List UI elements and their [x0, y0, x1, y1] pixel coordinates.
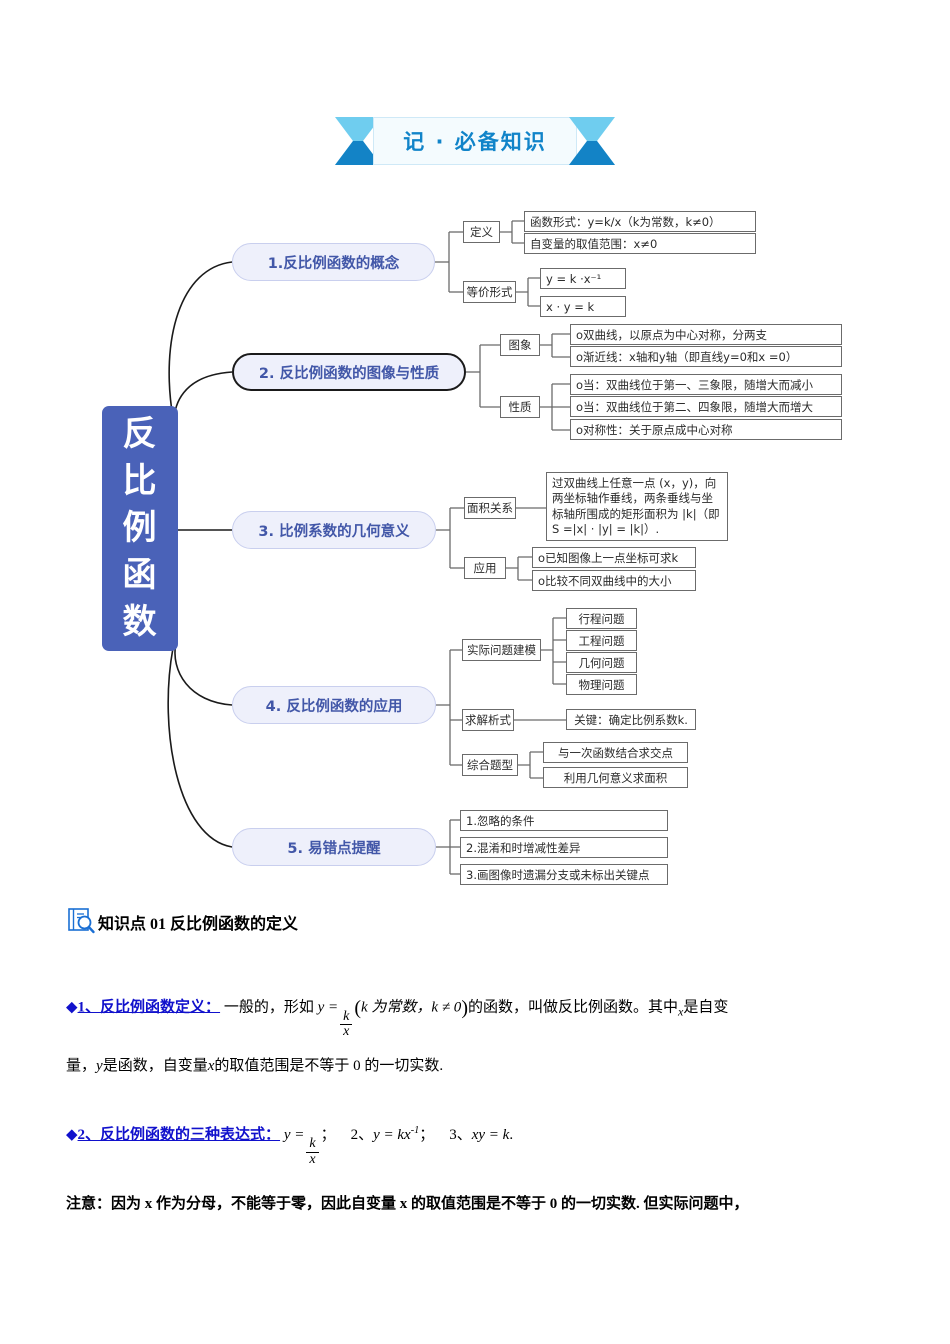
expr2: y = kx — [373, 1127, 411, 1143]
expr-number-3: 3、 — [449, 1127, 472, 1143]
expr1-numerator: k — [309, 1136, 316, 1152]
expr-period: . — [509, 1127, 514, 1143]
leaf-1-2-2: x · y = k — [540, 296, 626, 317]
branch-node-1[interactable]: 1.反比例函数的概念 — [232, 243, 435, 281]
definition-text-c: 是自变 — [683, 999, 729, 1016]
central-char-1: 反 — [122, 414, 158, 455]
leaf-1-2-1: y = k ·x⁻¹ — [540, 268, 626, 289]
definition-text-b: 的函数，叫做反比例函数。其中 — [467, 999, 678, 1016]
expr-semicolon-2: ； — [419, 1127, 435, 1143]
definition-text-a: 一般的，形如 — [223, 999, 314, 1016]
leaf-4-3-2: 利用几何意义求面积 — [543, 767, 688, 788]
group-label-4-1: 实际问题建模 — [462, 639, 541, 661]
definition-line2-b: 是函数，自变量 — [102, 1058, 208, 1074]
expressions-lead: 2、反比例函数的三种表达式： — [77, 1127, 281, 1143]
group-label-4-2: 求解析式 — [462, 709, 514, 731]
fraction-bar — [340, 1023, 353, 1025]
paren-close: ) — [461, 997, 468, 1019]
banner-title: 记 · 必备知识 — [403, 130, 547, 154]
leaf-4-1-1: 行程问题 — [566, 608, 637, 629]
definition-formula-y: y = — [317, 999, 339, 1016]
leaf-1-1-2: 自变量的取值范围：x≠0 — [524, 233, 756, 254]
definition-line2-c: 的取值范围是不等于 0 的一切实数. — [214, 1058, 444, 1074]
diamond-bullet-icon: ◆ — [66, 999, 78, 1016]
leaf-4-2-1: 关键：确定比例系数k. — [566, 709, 696, 730]
leaf-2-1-1: o双曲线，以原点为中心对称，分两支 — [570, 324, 842, 345]
group-label-4-3: 综合题型 — [462, 754, 518, 776]
leaf-4-1-4: 物理问题 — [566, 674, 637, 695]
header-banner: 记 · 必备知识 — [0, 113, 950, 169]
expr3: xy = k — [471, 1127, 510, 1143]
leaf-2-1-2: o渐近线：x轴和y轴（即直线y=0和x =0） — [570, 346, 842, 367]
branch-node-2[interactable]: 2. 反比例函数的图像与性质 — [232, 353, 466, 391]
leaf-5-2: 2.混淆和时增减性差异 — [460, 837, 668, 858]
group-label-2-2: 性质 — [500, 396, 540, 418]
expr2-exponent: -1 — [410, 1125, 420, 1136]
definition-line2-a: 量， — [66, 1058, 97, 1074]
group-label-3-1: 面积关系 — [464, 497, 516, 519]
leaf-4-1-3: 几何问题 — [566, 652, 637, 673]
group-label-1-2: 等价形式 — [463, 281, 516, 303]
branch-node-4[interactable]: 4. 反比例函数的应用 — [232, 686, 436, 724]
branch-node-5[interactable]: 5. 易错点提醒 — [232, 828, 436, 866]
leaf-3-2-2: o比较不同双曲线中的大小 — [532, 570, 696, 591]
central-char-2: 比 — [122, 461, 158, 502]
central-char-5: 数 — [122, 601, 158, 642]
leaf-2-2-2: o当：双曲线位于第二、四象限，随增大而增大 — [570, 396, 842, 417]
expr1-fraction-bar — [306, 1151, 319, 1153]
fraction-numerator: k — [343, 1008, 350, 1024]
branch-node-3[interactable]: 3. 比例系数的几何意义 — [232, 511, 436, 549]
leaf-3-1-1: 过双曲线上任意一点 (x，y)，向两坐标轴作垂线，两条垂线与坐标轴所围成的矩形面… — [546, 472, 728, 542]
knowledge-point-heading: 知识点 01 反比例函数的定义 — [66, 905, 946, 935]
diamond-bullet-icon-2: ◆ — [66, 1127, 78, 1143]
leaf-2-2-1: o当：双曲线位于第一、三象限，随增大而减小 — [570, 374, 842, 395]
leaf-4-3-1: 与一次函数结合求交点 — [543, 742, 688, 763]
banner-left-chevron-icon — [335, 117, 381, 165]
central-char-3: 例 — [122, 508, 158, 549]
expr1-denominator: x — [309, 1151, 316, 1167]
fraction-denominator: x — [343, 1023, 350, 1039]
note-paragraph: 注意：因为 x 作为分母，不能等于零，因此自变量 x 的取值范围是不等于 0 的… — [66, 1196, 749, 1212]
mindmap: 反 比 例 函 数 1.反比例函数的概念 定义 等价形式 函数形式：y=k/x（… — [0, 190, 950, 900]
banner-plate — [373, 117, 577, 165]
leaf-1-1-1: 函数形式：y=k/x（k为常数，k≠0） — [524, 211, 756, 232]
knowledge-point-title: 知识点 01 反比例函数的定义 — [98, 916, 299, 934]
definition-lead: 1、反比例函数定义： — [77, 999, 221, 1016]
leaf-5-1: 1.忽略的条件 — [460, 810, 668, 831]
definition-var-y: y — [96, 1058, 103, 1074]
expr-number-2: 2、 — [350, 1127, 374, 1143]
expr-semicolon-1: ； — [320, 1127, 336, 1143]
leaf-2-2-3: o对称性：关于原点成中心对称 — [570, 419, 842, 440]
group-label-2-1: 图象 — [500, 334, 540, 356]
leaf-3-2-1: o已知图像上一点坐标可求k — [532, 547, 696, 568]
central-char-4: 函 — [122, 554, 158, 595]
group-label-3-2: 应用 — [464, 557, 506, 579]
expr1-y: y = — [283, 1127, 305, 1143]
definition-var-x2: x — [207, 1058, 215, 1074]
definition-var-x: x — [678, 1004, 684, 1019]
book-search-icon — [66, 905, 96, 935]
leaf-4-1-2: 工程问题 — [566, 630, 637, 651]
paren-open: ( — [354, 997, 361, 1019]
group-label-1-1: 定义 — [463, 221, 500, 243]
banner-right-chevron-icon — [569, 117, 615, 165]
leaf-5-3: 3.画图像时遗漏分支或未标出关键点 — [460, 864, 668, 885]
mindmap-central-node: 反 比 例 函 数 — [102, 406, 178, 651]
definition-paragraph-line2: 量，y是函数，自变量x的取值范围是不等于 0 的一切实数. — [66, 1055, 946, 1078]
definition-condition: k 为常数，k ≠ 0 — [361, 999, 462, 1016]
banner-shape: 记 · 必备知识 — [335, 115, 615, 167]
